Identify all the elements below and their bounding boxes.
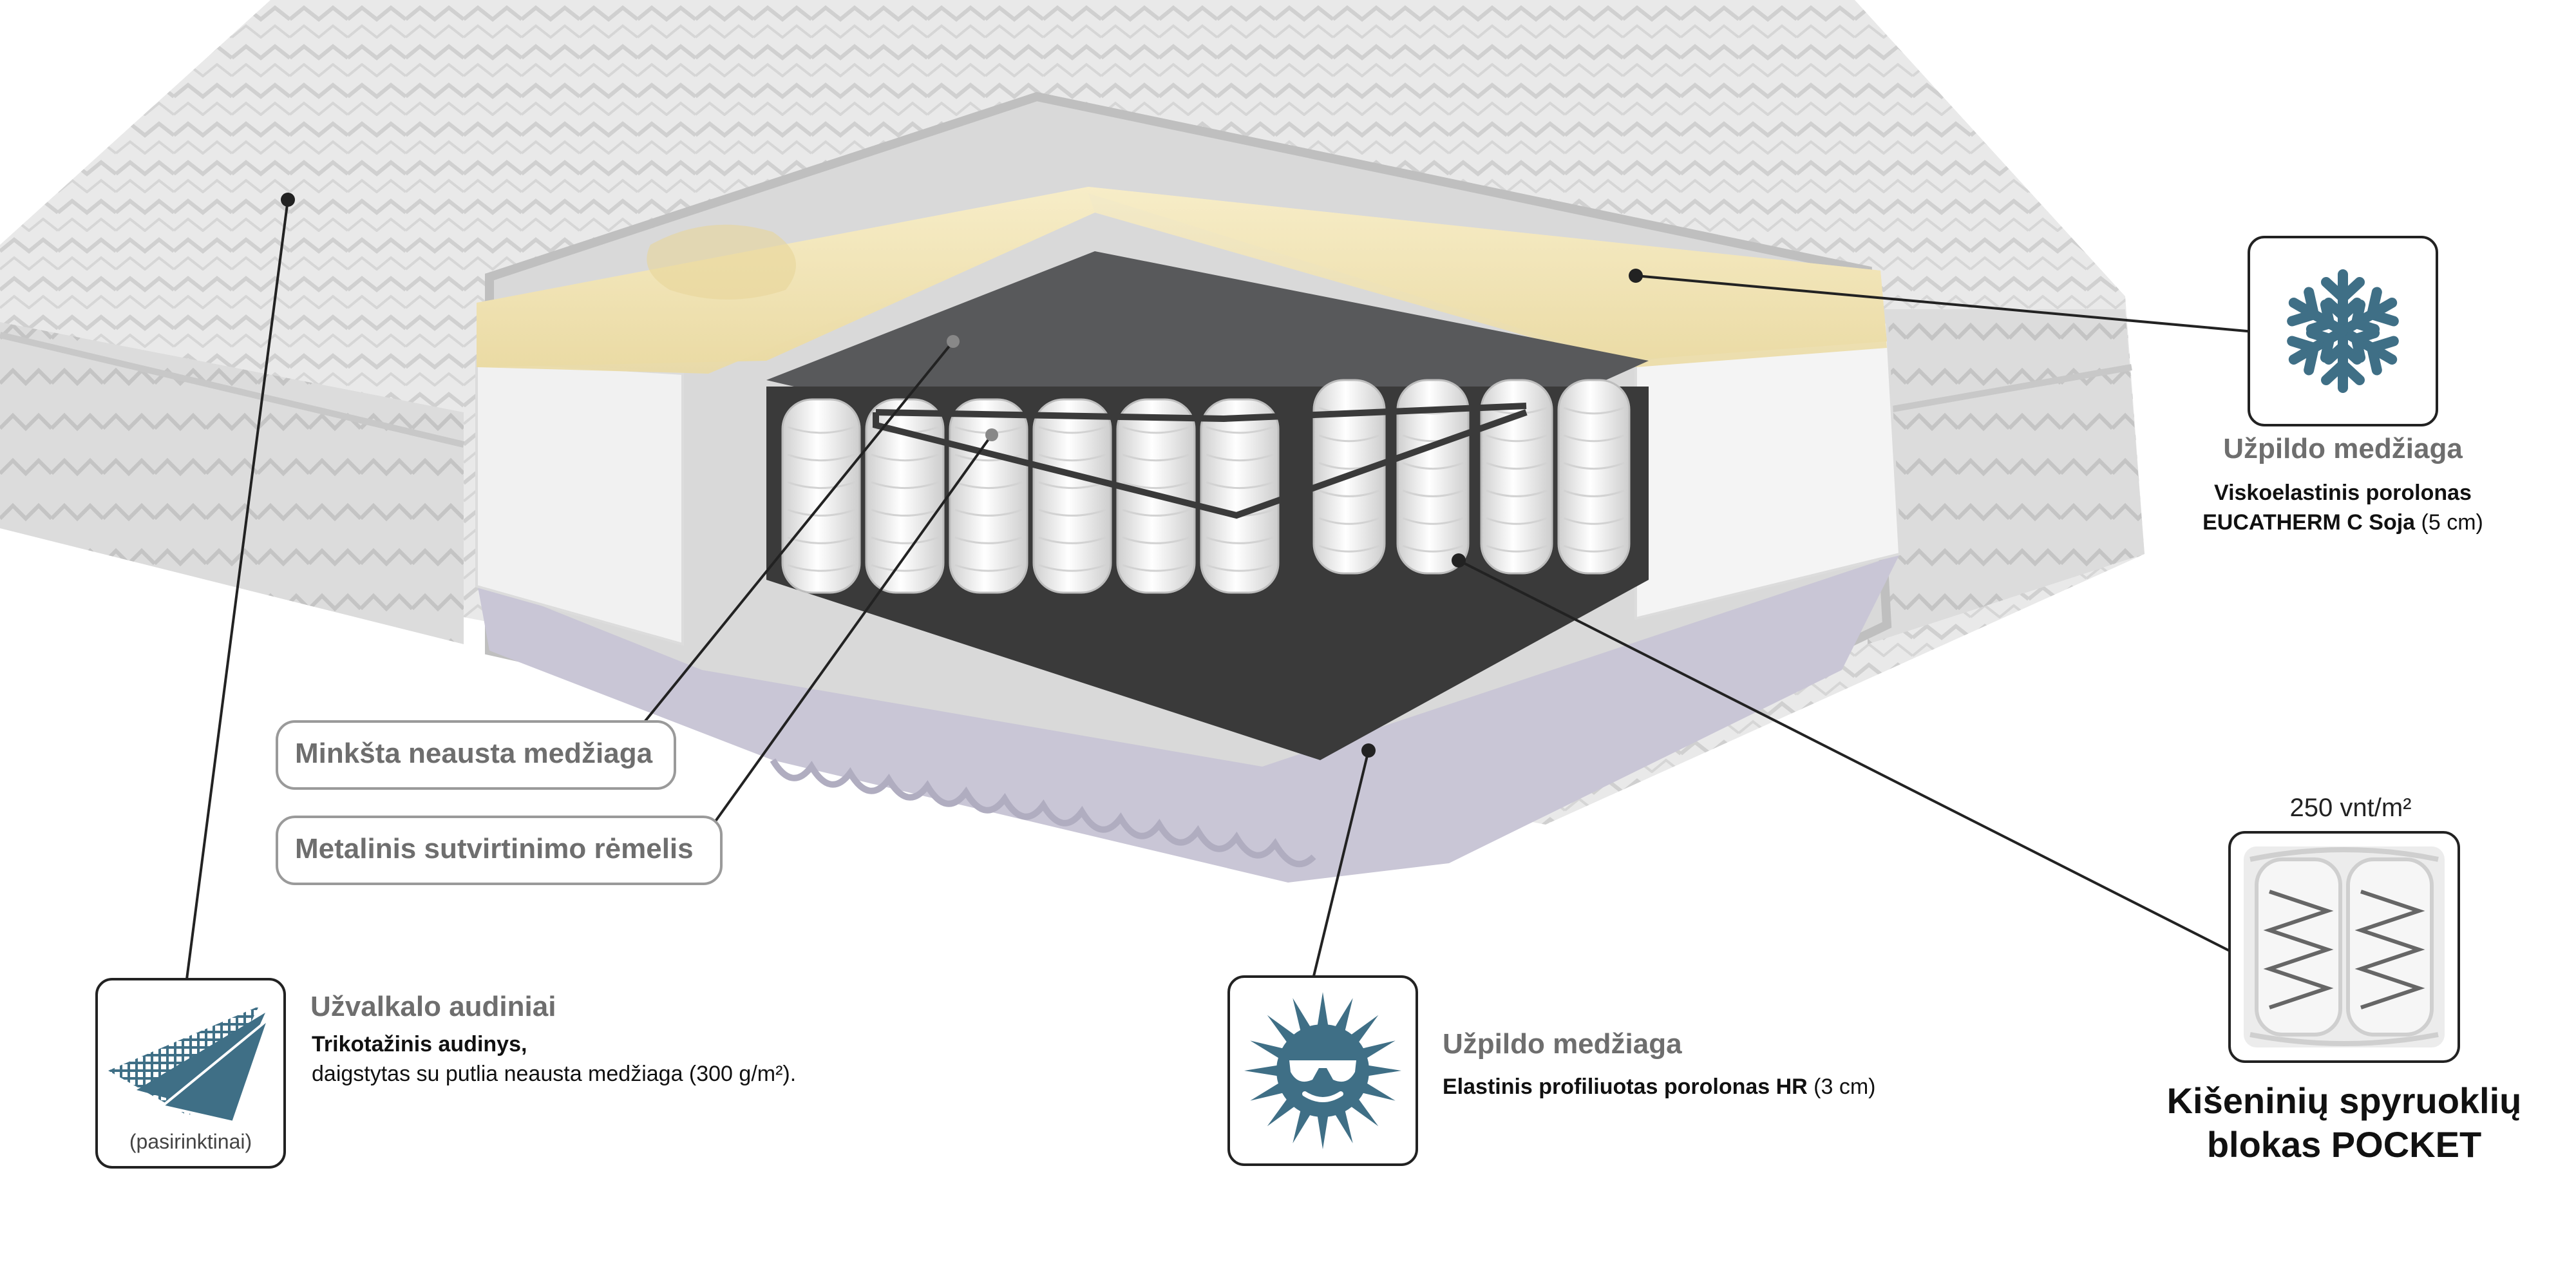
spring-pocket-fold: [1563, 434, 1625, 443]
spring-pocket-fold: [1038, 536, 1106, 544]
spring-pocket-fold: [1038, 564, 1106, 572]
spring-pocket-fold: [1563, 517, 1625, 525]
spring-pocket-fold: [871, 509, 939, 517]
spring-pocket: [1200, 398, 1280, 594]
spring-pocket-fold: [1486, 462, 1548, 470]
spring-pocket-fold: [787, 564, 855, 572]
spring-pocket-fold: [1402, 517, 1464, 525]
spring-pocket-fold: [954, 481, 1023, 489]
sun-smile: [1302, 1091, 1343, 1102]
spring-pocket-fold: [1563, 490, 1625, 497]
spring-pocket-fold: [1563, 544, 1625, 553]
mattress-side-right: [1868, 309, 2145, 644]
spring-pocket-fold: [1206, 426, 1274, 434]
spring-pocket-fold: [1486, 434, 1548, 443]
spring-pocket-fold: [1486, 544, 1548, 553]
spring-pocket-fold: [1402, 490, 1464, 497]
cover-icon-box: (pasirinktinai): [95, 978, 286, 1169]
spring-pocket-fold: [787, 454, 855, 462]
spring-pocket-fold: [1318, 544, 1380, 553]
sun-rays: [1244, 992, 1401, 1149]
spring-pocket-fold: [1038, 454, 1106, 462]
pocket-title-line2: blokas POCKET: [2206, 1124, 2482, 1165]
spring-pocket-fold: [954, 509, 1023, 517]
spring-pocket-fold: [871, 481, 939, 489]
spring-pocket-fold: [1206, 564, 1274, 572]
spring-pocket-fold: [787, 536, 855, 544]
spring-pocket-fold: [1486, 517, 1548, 525]
top-fill-line2-suffix: (5 cm): [2415, 510, 2483, 535]
top-fill-line2: EUCATHERM C Soja (5 cm): [2190, 510, 2496, 535]
spring-pocket-fold: [954, 564, 1023, 572]
spring-pocket-fold: [787, 509, 855, 517]
cover-line2: daigstytas su putlia neausta medžiaga (3…: [312, 1062, 797, 1086]
spring-pocket-fold: [1038, 481, 1106, 489]
spring-pocket-fold: [1038, 426, 1106, 434]
spring-pocket-fold: [871, 454, 939, 462]
label-metal-frame: Metalinis sutvirtinimo rėmelis: [276, 816, 723, 885]
spring-pocket-fold: [1486, 490, 1548, 497]
spring-pocket-fold: [787, 426, 855, 434]
spring-pocket-fold: [1402, 462, 1464, 470]
spring-pocket: [781, 398, 861, 594]
bottom-fill-icon-box: [1227, 975, 1418, 1166]
pocket-density: 250 vnt/m²: [2289, 794, 2412, 822]
top-fill-icon-box: [2248, 236, 2438, 426]
spring-pocket-fold: [1038, 509, 1106, 517]
spring-pocket-fold: [1318, 490, 1380, 497]
bottom-fill-line: Elastinis profiliuotas porolonas HR (3 c…: [1443, 1075, 1876, 1100]
spring-pocket-fold: [1318, 434, 1380, 443]
fabric-layers-icon: [108, 1006, 272, 1124]
metal-frame-wire: [873, 403, 1528, 519]
snowflake-icon: [2250, 269, 2436, 424]
bottom-fill-title: Užpildo medžiaga: [1443, 1028, 1682, 1060]
spring-pocket-fold: [954, 536, 1023, 544]
spring-pocket-fold: [1122, 454, 1190, 462]
top-fill-title: Užpildo medžiaga: [2223, 433, 2463, 464]
pocket-spring-icon: [2244, 846, 2445, 1047]
top-fill-line2-bold: EUCATHERM C Soja: [2202, 510, 2416, 535]
spring-pocket-fold: [1206, 454, 1274, 462]
sun-disk: [1276, 1024, 1369, 1117]
mattress-side-left: [0, 322, 464, 644]
cover-icon-caption: (pasirinktinai): [129, 1130, 252, 1153]
top-fill-line1: Viskoelastinis porolonas: [2214, 481, 2472, 505]
sun-with-sunglasses-icon: [1244, 992, 1401, 1149]
label-soft-nonwoven: Minkšta neausta medžiaga: [276, 720, 676, 790]
spring-pocket-fold: [1206, 481, 1274, 489]
bottom-fill-line-bold: Elastinis profiliuotas porolonas HR: [1443, 1075, 1808, 1099]
spring-pocket-fold: [1318, 517, 1380, 525]
spring-pocket-fold: [871, 536, 939, 544]
pocket-title-line1: Kišeninių spyruoklių: [2166, 1080, 2522, 1121]
sunglasses: [1289, 1060, 1356, 1082]
cover-title: Užvalkalo audiniai: [310, 991, 556, 1022]
spring-pocket-fold: [1402, 544, 1464, 553]
spring-pocket-fold: [1206, 536, 1274, 544]
spring-pocket: [1557, 379, 1631, 575]
spring-pocket-fold: [1122, 536, 1190, 544]
spring-pocket: [1396, 379, 1470, 575]
label-metal-frame-text: Metalinis sutvirtinimo rėmelis: [295, 833, 694, 865]
hr-foam-layer: [477, 554, 1900, 883]
spring-pocket-fold: [1122, 564, 1190, 572]
spring-pocket-fold: [1563, 406, 1625, 415]
spring-pocket: [1032, 398, 1112, 594]
spring-pocket-fold: [787, 481, 855, 489]
pocket-icon-box: [2228, 831, 2460, 1063]
spring-pocket-fold: [1122, 426, 1190, 434]
spring-pocket-fold: [1122, 481, 1190, 489]
spring-pocket-fold: [871, 564, 939, 572]
spring-pocket: [1480, 379, 1553, 575]
label-soft-nonwoven-text: Minkšta neausta medžiaga: [295, 738, 653, 769]
spring-pocket-fold: [1563, 462, 1625, 470]
bottom-fill-line-suffix: (3 cm): [1807, 1075, 1876, 1099]
pocket-springs: [781, 379, 1631, 594]
cover-line1: Trikotažinis audinys,: [312, 1032, 527, 1056]
spring-pocket-fold: [1122, 509, 1190, 517]
